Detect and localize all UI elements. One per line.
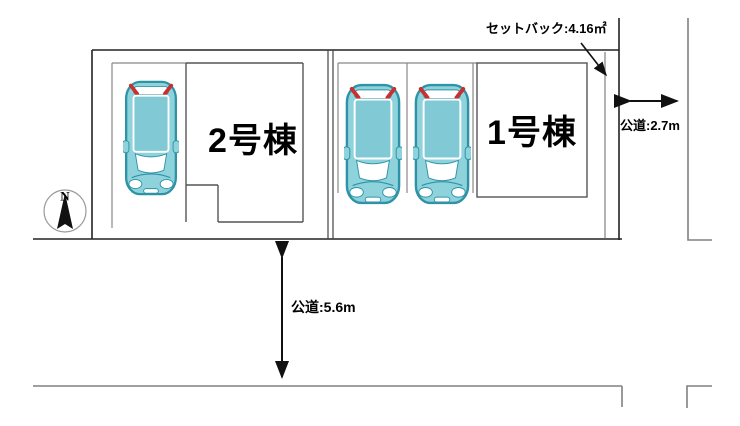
lot-divider [327,50,334,239]
building-1-outline [476,62,588,198]
road-lines [33,18,712,408]
building-1-label: 1号棟 [487,114,577,152]
lot2-parking-lines [111,62,186,228]
building-2-label: 2号棟 [208,122,298,160]
compass-icon [43,189,87,233]
car-icon [123,80,179,196]
setback-label: セットバック:4.16㎡ [486,21,607,36]
car-icon [413,83,471,205]
road-east-width-label: 公道:2.7m [620,118,680,133]
car-icon [344,83,402,205]
compass-north-label: N [60,188,70,204]
setback-pointer-arrow [580,42,607,77]
lot1-parking-lines [337,62,477,193]
road-south-width-label: 公道:5.6m [291,299,356,315]
building-2-outline [185,62,304,223]
